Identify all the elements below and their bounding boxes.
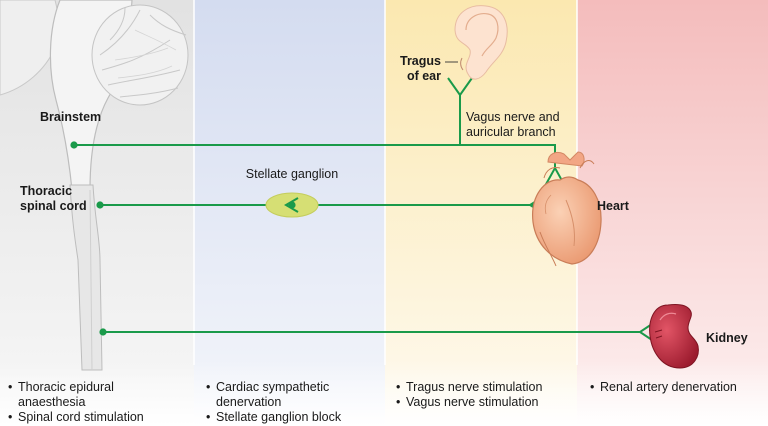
treatments-central: Thoracic epidural anaesthesia Spinal cor… bbox=[8, 380, 144, 425]
treatments-vagal: Tragus nerve stimulation Vagus nerve sti… bbox=[396, 380, 542, 410]
label-tragus-of-ear: Tragus of ear bbox=[400, 54, 441, 83]
label-kidney: Kidney bbox=[706, 331, 748, 345]
brainstem-spinal-cord-illustration bbox=[0, 0, 189, 371]
auricular-ending bbox=[447, 77, 473, 97]
spinal-node bbox=[96, 201, 104, 209]
treatment-item: Stellate ganglion block bbox=[206, 410, 341, 425]
lower-spinal-node bbox=[99, 328, 107, 336]
kidney-illustration bbox=[649, 304, 699, 369]
treatment-item: Tragus nerve stimulation bbox=[396, 380, 542, 395]
treatment-item: Cardiac sympathetic denervation bbox=[206, 380, 341, 410]
label-vagus-nerve: Vagus nerve and auricular branch bbox=[466, 110, 560, 139]
treatment-item: Vagus nerve stimulation bbox=[396, 395, 542, 410]
cerebellum bbox=[91, 4, 189, 106]
treatments-renal: Renal artery denervation bbox=[590, 380, 737, 395]
ear-illustration bbox=[445, 5, 508, 80]
heart-illustration bbox=[532, 151, 602, 267]
label-heart: Heart bbox=[597, 199, 629, 213]
treatments-sympathetic: Cardiac sympathetic denervation Stellate… bbox=[206, 380, 341, 425]
brainstem-node bbox=[70, 141, 78, 149]
treatment-item: Spinal cord stimulation bbox=[8, 410, 144, 425]
stellate-ganglion-shape bbox=[265, 192, 319, 218]
treatment-item: Renal artery denervation bbox=[590, 380, 737, 395]
label-brainstem: Brainstem bbox=[40, 110, 102, 124]
label-spinal-cord: Thoracic spinal cord bbox=[20, 184, 87, 213]
label-stellate-ganglion: Stellate ganglion bbox=[245, 167, 339, 181]
treatment-item: Thoracic epidural anaesthesia bbox=[8, 380, 144, 410]
